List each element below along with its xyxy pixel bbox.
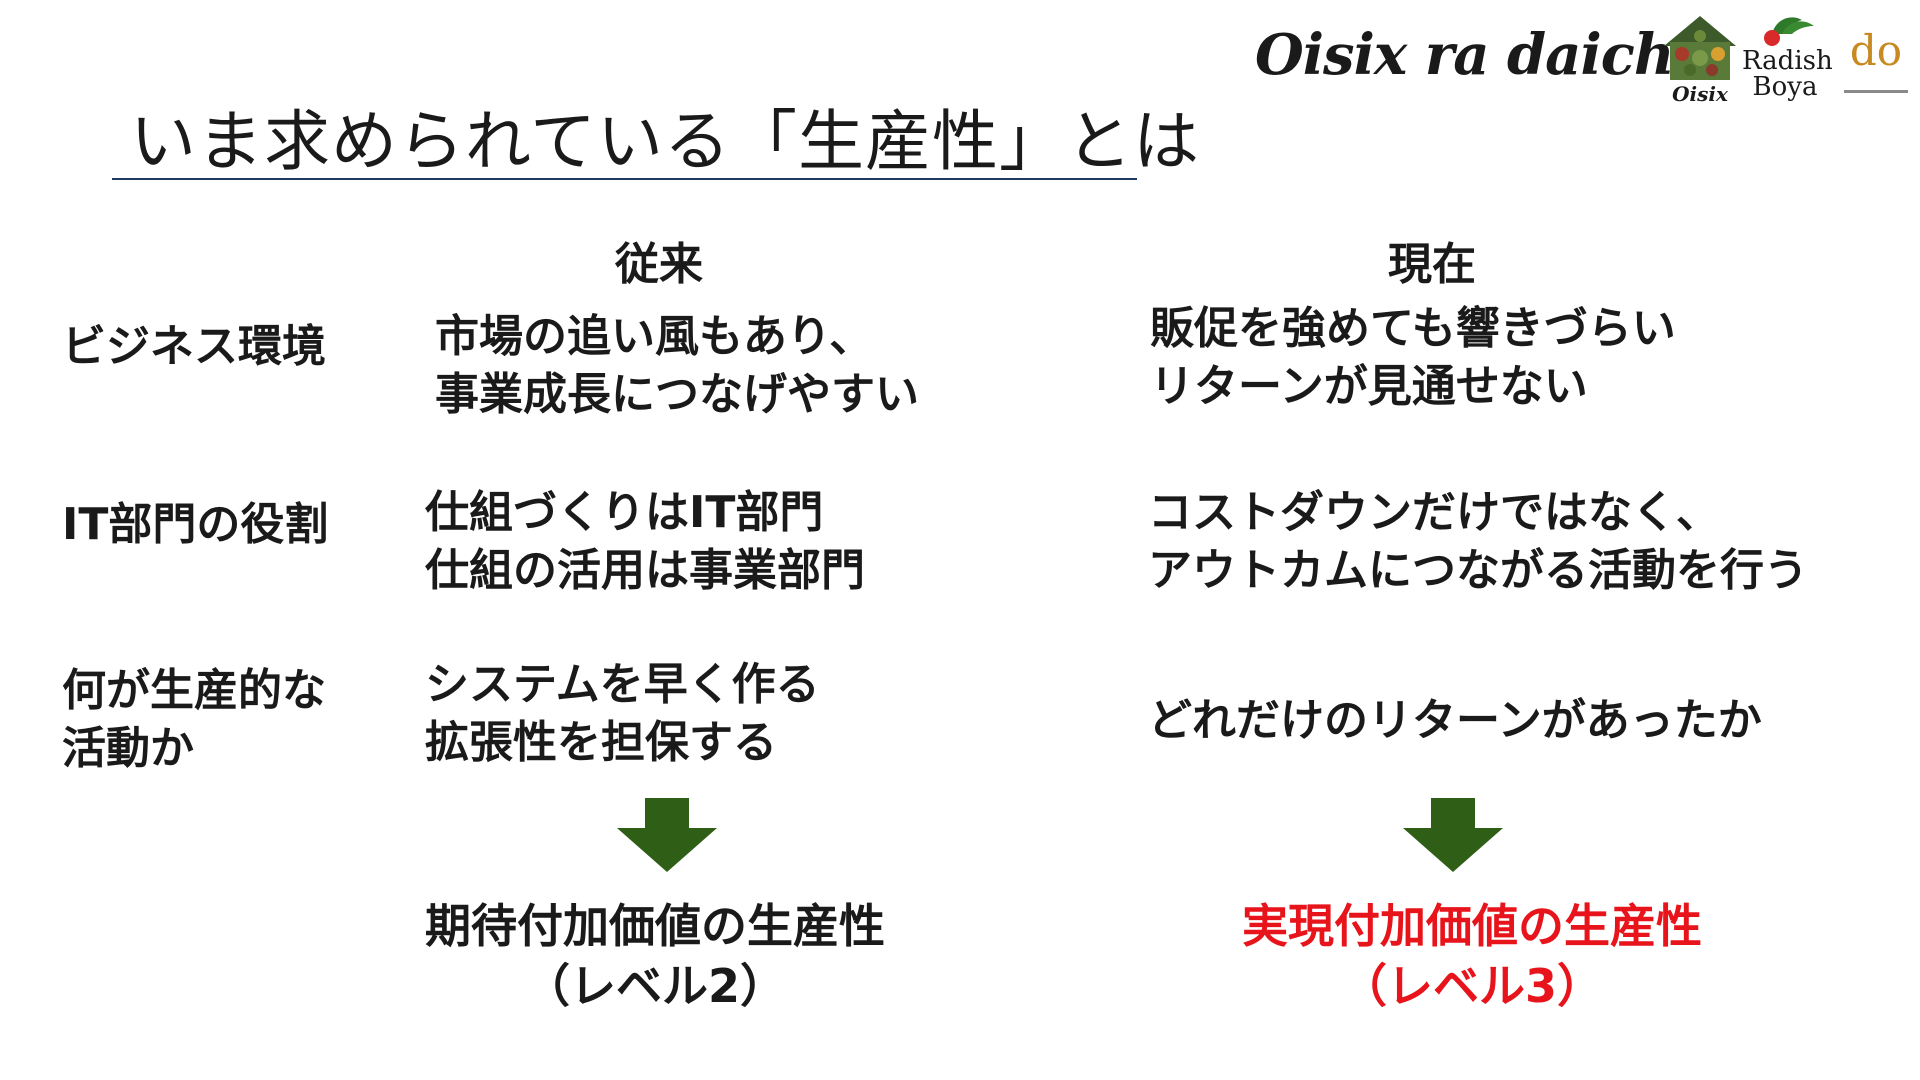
- result-current: 実現付加価値の生産性 （レベル3）: [1222, 896, 1722, 1016]
- cell-traditional-activity: システムを早く作る 拡張性を担保する: [425, 656, 820, 772]
- result-level: （レベル2）: [523, 959, 786, 1013]
- cell-line: リターンが見通せない: [1150, 361, 1588, 412]
- cell-traditional-it: 仕組づくりはIT部門 仕組の活用は事業部門: [425, 484, 865, 600]
- down-arrow-icon: [1403, 798, 1503, 872]
- row-label-line: 活動か: [62, 723, 194, 774]
- cell-line: 販促を強めても響きづらい: [1150, 303, 1676, 354]
- title-underline: [112, 178, 1137, 180]
- slide-title: いま求められている「生産性」とは: [130, 103, 1201, 180]
- cell-current-activity: どれだけのリターンがあったか: [1148, 692, 1762, 750]
- result-line: 期待付加価値の生産性: [425, 899, 885, 953]
- oisix-logo: Oisix: [1660, 12, 1740, 106]
- cell-line: システムを早く作る: [425, 659, 820, 710]
- cell-line: コストダウンだけではなく、: [1148, 487, 1720, 538]
- row-label-business-environment: ビジネス環境: [62, 318, 326, 376]
- daichi-logo: do: [1836, 12, 1916, 104]
- result-traditional: 期待付加価値の生産性 （レベル2）: [405, 896, 905, 1016]
- radish-logo-label-2: Boya: [1752, 72, 1818, 102]
- row-label-line: IT部門の役割: [62, 499, 329, 550]
- oisix-logo-label: Oisix: [1672, 82, 1728, 106]
- brand-name: Oisix ra daichi: [1255, 22, 1695, 88]
- vegetable-house-icon: [1664, 16, 1736, 80]
- row-label-line: 何が生産的な: [62, 665, 326, 716]
- cell-traditional-business: 市場の追い風もあり、 事業成長につなげやすい: [435, 308, 919, 424]
- cell-line: 仕組の活用は事業部門: [425, 545, 865, 596]
- radish-boya-logo: Radish Boya: [1742, 12, 1833, 104]
- cell-current-business: 販促を強めても響きづらい リターンが見通せない: [1150, 300, 1676, 416]
- row-label-line: ビジネス環境: [62, 321, 326, 372]
- cell-line: 拡張性を担保する: [425, 717, 777, 768]
- cell-line: 市場の追い風もあり、: [435, 311, 874, 362]
- daichi-logo-caption-icon: [1844, 90, 1908, 93]
- daichi-logo-label: do: [1849, 26, 1903, 75]
- cell-line: アウトカムにつながる活動を行う: [1148, 545, 1808, 596]
- cell-line: どれだけのリターンがあったか: [1148, 695, 1762, 746]
- radish-logo-label-1: Radish: [1742, 46, 1833, 76]
- down-arrow-icon: [617, 798, 717, 872]
- cell-line: 事業成長につなげやすい: [435, 369, 919, 420]
- column-header-traditional: 従来: [615, 239, 703, 290]
- radish-icon: [1764, 17, 1814, 46]
- cell-current-it: コストダウンだけではなく、 アウトカムにつながる活動を行う: [1148, 484, 1808, 600]
- column-header-current: 現在: [1388, 239, 1476, 290]
- result-level: （レベル3）: [1340, 959, 1603, 1013]
- row-label-it-role: IT部門の役割: [62, 496, 328, 554]
- result-line: 実現付加価値の生産性: [1242, 899, 1702, 953]
- row-label-productive-activity: 何が生産的な 活動か: [62, 662, 326, 778]
- cell-line: 仕組づくりはIT部門: [425, 487, 824, 538]
